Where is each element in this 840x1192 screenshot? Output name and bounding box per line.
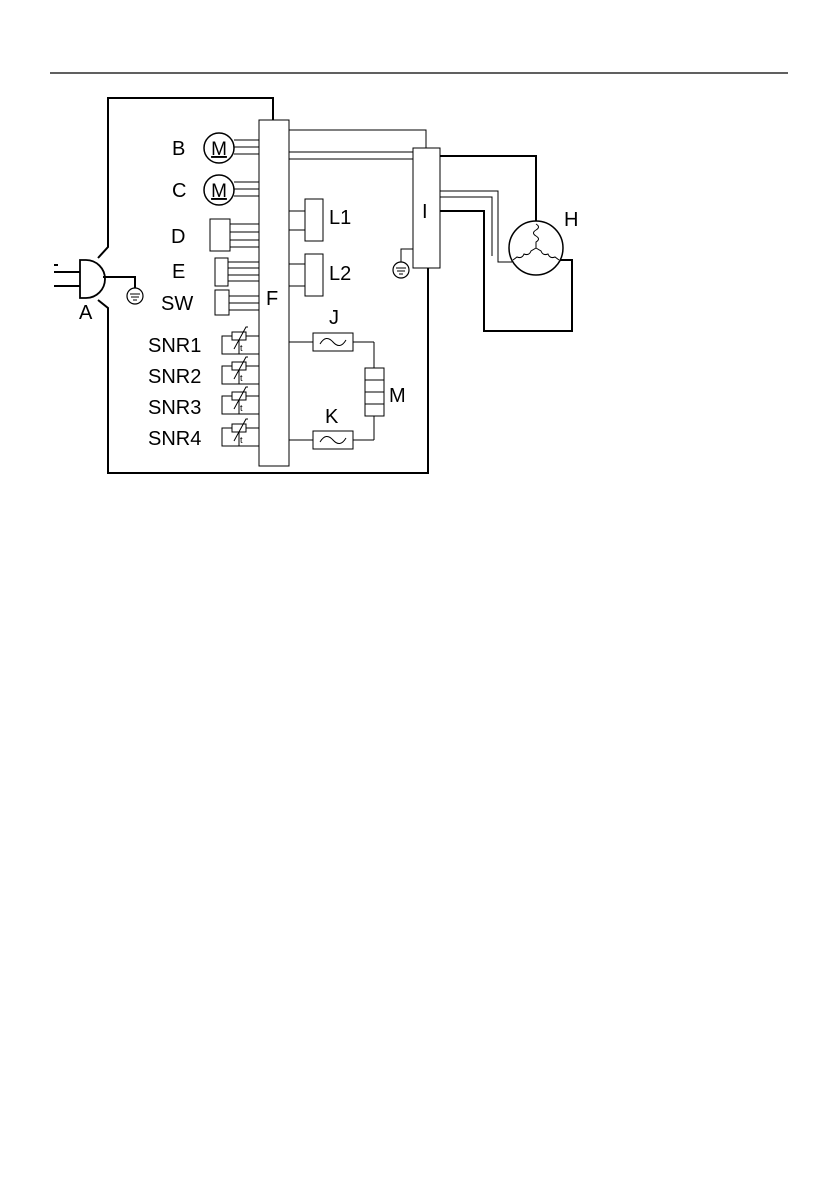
label-h: H bbox=[564, 209, 578, 231]
motor-c: M bbox=[204, 175, 259, 205]
switch-sw bbox=[215, 290, 259, 315]
thermistor-snr4: t bbox=[222, 419, 259, 446]
label-f: F bbox=[266, 288, 278, 310]
label-b: B bbox=[172, 138, 185, 160]
label-sw: SW bbox=[161, 293, 193, 315]
component-l1 bbox=[289, 199, 323, 241]
label-snr4: SNR4 bbox=[148, 428, 201, 450]
label-k: K bbox=[325, 406, 339, 428]
svg-text:t: t bbox=[240, 403, 243, 413]
ground-symbol-icon bbox=[393, 262, 409, 278]
label-e: E bbox=[172, 261, 185, 283]
heater-j bbox=[289, 333, 374, 351]
label-m: M bbox=[389, 385, 406, 407]
component-m bbox=[365, 342, 384, 440]
svg-text:t: t bbox=[240, 343, 243, 353]
thermistor-snr1: t bbox=[222, 327, 259, 354]
motor-b-symbol: M bbox=[211, 139, 227, 160]
ground-symbol-icon bbox=[127, 288, 143, 304]
motor-c-symbol: M bbox=[211, 181, 227, 202]
component-e bbox=[215, 258, 259, 286]
heater-k bbox=[289, 431, 374, 449]
thermistor-snr3: t bbox=[222, 387, 259, 414]
motor-b: M bbox=[204, 133, 259, 163]
thermistor-snr2: t bbox=[222, 357, 259, 384]
plug-a bbox=[54, 260, 143, 304]
inverter-ground bbox=[393, 249, 413, 278]
svg-text:t: t bbox=[240, 373, 243, 383]
label-c: C bbox=[172, 180, 186, 202]
label-l2: L2 bbox=[329, 263, 351, 285]
board-to-inverter-wires bbox=[289, 130, 426, 159]
labels: B C D E SW A F SNR1 SNR2 SNR3 SNR4 L1 L2… bbox=[79, 138, 578, 450]
label-l1: L1 bbox=[329, 207, 351, 229]
component-d bbox=[210, 219, 259, 251]
svg-text:t: t bbox=[240, 435, 243, 445]
compressor-h bbox=[509, 221, 563, 275]
label-snr2: SNR2 bbox=[148, 366, 201, 388]
label-i: I bbox=[422, 201, 428, 223]
label-snr3: SNR3 bbox=[148, 397, 201, 419]
label-snr1: SNR1 bbox=[148, 335, 201, 357]
label-a: A bbox=[79, 302, 93, 324]
component-l2 bbox=[289, 254, 323, 296]
label-j: J bbox=[329, 307, 339, 329]
plug-icon bbox=[80, 260, 105, 298]
label-d: D bbox=[171, 226, 185, 248]
